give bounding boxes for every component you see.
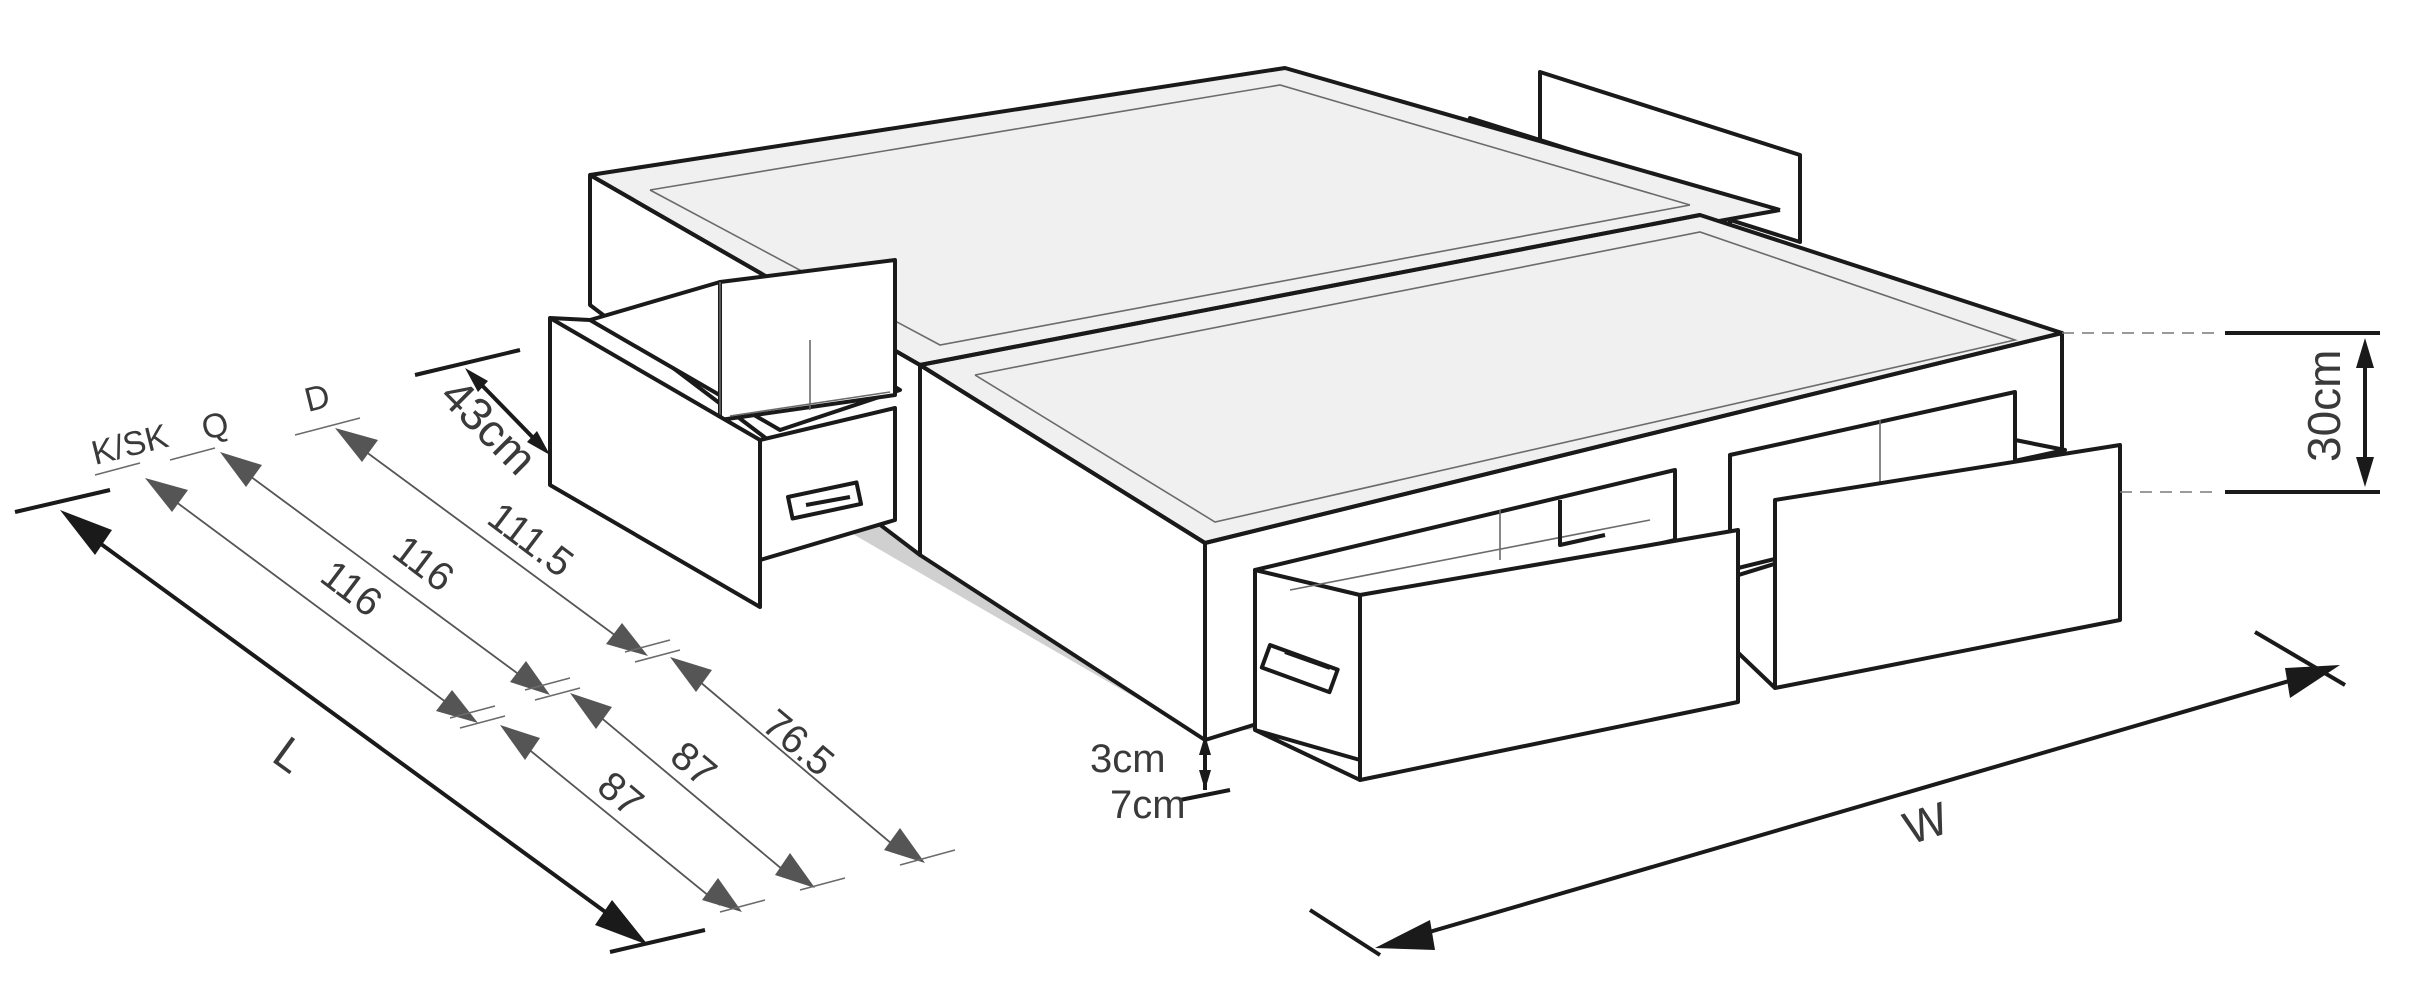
width-label: W [1897,791,1955,854]
k-sk-back-value: 87 [589,763,651,825]
drawer-depth-dimension: 43cm [414,348,550,485]
front-drawers [1253,390,2122,782]
k-sk-label: K/SK [88,417,173,473]
length-label: L [264,726,315,783]
drawer-depth-label: 43cm [431,368,547,484]
clearance-dimension: 3cm 7cm [1090,735,1231,827]
d-back-value: 76.5 [754,701,842,785]
k-sk-front-value: 116 [313,552,390,626]
left-drawer [548,258,902,609]
height-label: 30cm [2298,350,2350,462]
clearance-max-label: 7cm [1110,783,1186,827]
q-front-value: 116 [385,527,462,601]
q-label: Q [198,404,233,447]
q-back-value: 87 [662,733,724,795]
height-dimension: 30cm [2062,331,2380,494]
length-dimension: L [14,488,706,954]
clearance-min-label: 3cm [1090,737,1166,781]
d-label: D [301,377,334,420]
